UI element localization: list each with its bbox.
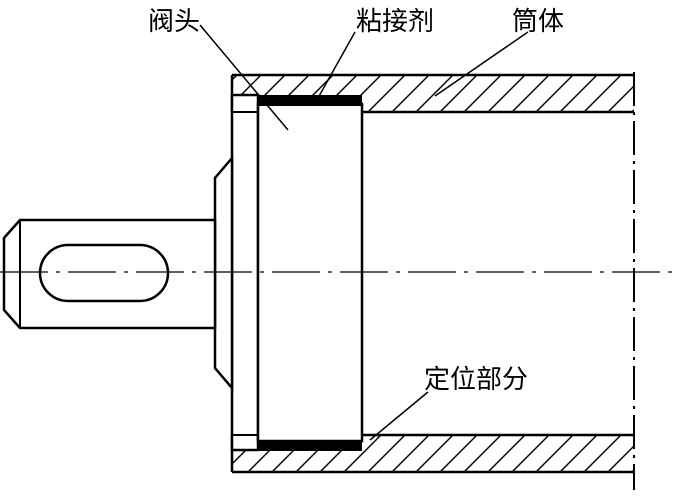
leader-locating-part xyxy=(369,391,429,441)
label-adhesive: 粘接剂 xyxy=(356,7,434,37)
leader-cylinder-body xyxy=(434,31,529,97)
label-cylinder-body: 筒体 xyxy=(512,7,564,37)
leader-adhesive xyxy=(317,31,356,99)
adhesive-layer-top xyxy=(258,95,362,106)
leader-lines xyxy=(199,24,529,441)
leader-valve-head xyxy=(199,24,289,131)
shaft-keyway-slot xyxy=(38,243,170,303)
valve-flange xyxy=(213,154,234,392)
adhesive-layer-bottom xyxy=(258,440,362,451)
valve-shaft xyxy=(2,218,217,330)
label-valve-head: 阀头 xyxy=(148,7,200,37)
label-locating-part: 定位部分 xyxy=(424,365,528,395)
